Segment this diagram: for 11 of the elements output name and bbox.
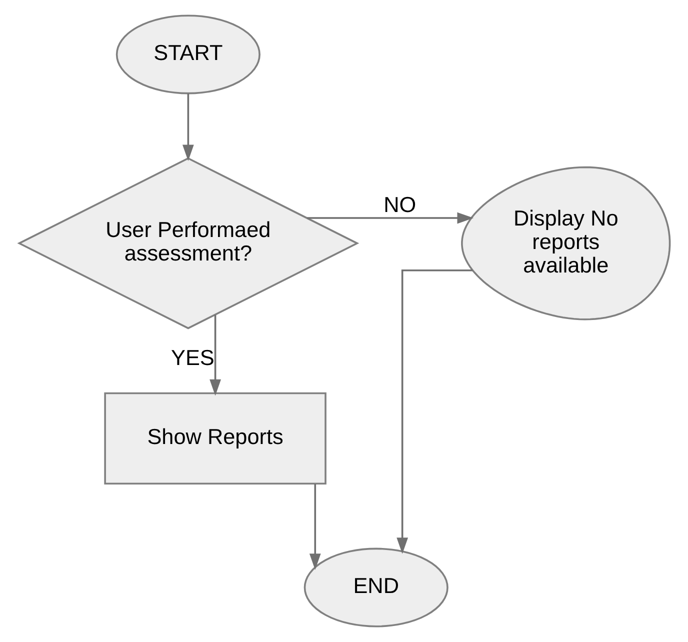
node-box: Show Reports <box>104 392 326 485</box>
arrow <box>182 94 194 161</box>
arrow <box>396 270 472 554</box>
arrow <box>306 212 474 224</box>
arrow <box>209 314 220 396</box>
edge-label: YES <box>170 344 214 370</box>
node-diamond: User Performaed assessment? <box>16 157 359 330</box>
node-ellipse: START <box>115 14 260 94</box>
edge-label: NO <box>383 192 416 217</box>
arrow <box>308 484 320 570</box>
node-ellipse: END <box>303 548 448 628</box>
